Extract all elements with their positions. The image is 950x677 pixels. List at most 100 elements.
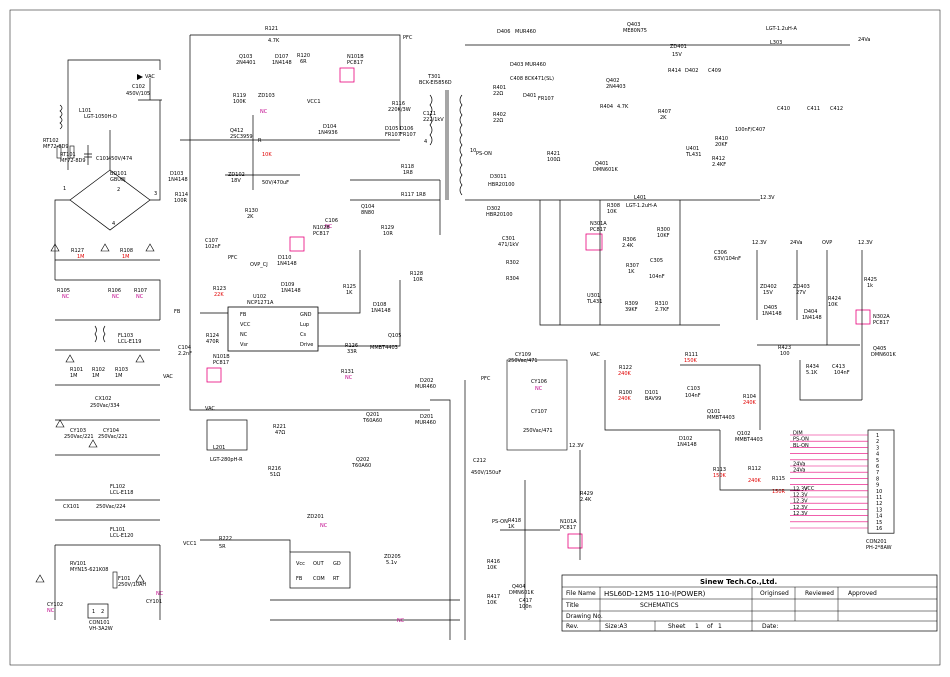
r119-ref: R119 (233, 93, 246, 99)
nc-label-pfc: NC (397, 618, 405, 624)
u102-value: NCP1271A (247, 300, 274, 306)
c101-ref: C101 (96, 156, 109, 162)
output-connector-con201: 1DIM2PS-ON3BL-ON45624Va724Va891012.3V111… (790, 429, 895, 551)
r123-value: 22K (214, 292, 224, 298)
r434-ref: R434 (806, 364, 819, 370)
cy102-value: NC (47, 608, 55, 614)
r425-ref: R425 (864, 277, 877, 283)
svg-text:4: 4 (424, 139, 427, 145)
c212-value: 450V/150uF (471, 470, 501, 476)
r119-value: 100K (233, 99, 247, 105)
q102b-ref: Q102 (737, 431, 750, 437)
r404-value: 4.7K (617, 104, 629, 110)
sheet-label: Sheet (668, 623, 686, 630)
r118-value: 1R8 (403, 170, 413, 176)
approved-label: Approved (848, 590, 877, 597)
v12-label-2: 12.3V (752, 240, 767, 246)
ref-r-value: 10K (262, 152, 272, 158)
d104-value: 1N4936 (318, 130, 338, 136)
zd403-ref: ZD403 (793, 284, 810, 290)
connector-pin-label: 12.3V (793, 505, 808, 511)
u301-value: TL431 (586, 299, 602, 305)
cy106-ref: CY106 (531, 379, 547, 385)
r309-value: 39KF (625, 307, 638, 313)
cy104-value: 250Vac/221 (98, 434, 128, 440)
svg-text:2: 2 (117, 187, 120, 193)
zd103-ref: ZD103 (258, 93, 275, 99)
d201-ref: D201 (420, 414, 433, 420)
vac-label-top: VAC (145, 74, 155, 80)
l401-ref: L401 (634, 195, 646, 201)
d405-value: 1N4148 (762, 311, 782, 317)
zd402-ref: ZD402 (760, 284, 777, 290)
connector-pin-number: 8 (876, 476, 879, 482)
q103-value: 2N4401 (236, 60, 256, 66)
r115-value: 150R (772, 489, 786, 495)
r425-value: 1k (867, 283, 873, 289)
connector-pin-number: 9 (876, 483, 879, 489)
connector-pin-number: 1 (876, 433, 879, 439)
d104-ref: D104 (323, 124, 336, 130)
r424-value: 10K (828, 302, 838, 308)
r404-ref: R404 (600, 104, 613, 110)
cy-section: CY109 250Vac/471 CY106 NC CY107 250Vac/4… (506, 352, 568, 451)
cx101-ref: CX101 (63, 504, 79, 510)
q102-ref: Q412 (230, 128, 243, 134)
l201-ref: L201 (213, 445, 225, 451)
connector-pin-number: 14 (876, 514, 882, 520)
u301-ref: U301 (587, 293, 600, 299)
r107-ref: R107 (134, 288, 147, 294)
c417-value: 100n (519, 604, 532, 610)
u401-value: TL431 (685, 152, 701, 158)
ovp-label-1: OVP_CJ (250, 262, 268, 268)
ovp-label: OVP (822, 240, 832, 246)
cy103-value: 250Vac/221 (64, 434, 94, 440)
r421-value: 100Ω (547, 157, 561, 163)
size-label: Size:A3 (605, 623, 627, 630)
r112-value: 240K (748, 478, 762, 484)
d106-value: FR107 (400, 132, 416, 138)
c305-ref: C305 (650, 258, 663, 264)
r410-ref: R410 (715, 136, 728, 142)
rv101-value: MYN15-621K08 (70, 567, 108, 573)
r103-ref: R103 (115, 367, 128, 373)
connector-pin-number: 16 (876, 526, 882, 532)
r108-value: 1M (122, 254, 130, 260)
q103-ref: Q103 (239, 54, 252, 60)
con101-ref: CON101 (89, 620, 110, 626)
cy103-ref: CY103 (70, 428, 86, 434)
r115-ref: R115 (772, 476, 785, 482)
rt101-value: MF72-8D9 (60, 158, 86, 164)
fl101-ref: FL101 (110, 527, 125, 533)
c212-ref: C212 (473, 458, 486, 464)
connector-pin-number: 13 (876, 507, 882, 513)
c111-ref: C111 (423, 111, 436, 117)
r221-value: 47Ω (275, 430, 285, 436)
r216-value: 51Ω (270, 472, 280, 478)
q405-ref: Q405 (873, 346, 886, 352)
r302-ref: R302 (506, 260, 519, 266)
cx102-value: 250Vac/334 (90, 403, 120, 409)
r221-ref: R221 (273, 424, 286, 430)
c412-ref: C412 (830, 106, 843, 112)
connector-pin-label: DIM (793, 431, 803, 437)
r307-value: 1K (628, 269, 635, 275)
svg-text:2: 2 (101, 609, 104, 615)
connector-pin-number: 5 (876, 458, 879, 464)
d302-value: HBR20100 (486, 212, 513, 218)
cy109-value: 250Vac/471 (508, 358, 538, 364)
q201-value: T60A60 (362, 418, 382, 424)
rt101-ref: RT101 (60, 152, 76, 158)
connector-pin-label: PS-ON (793, 437, 809, 443)
r127-value: 1M (77, 254, 85, 260)
svg-text:1: 1 (63, 186, 66, 192)
r100-value: 240K (618, 396, 632, 402)
q104-ref: Q104 (361, 204, 374, 210)
r128-ref: R128 (410, 271, 423, 277)
d403-value: D403 MUR460 (510, 62, 546, 68)
r117-ref: R117 (401, 192, 414, 198)
u102-body (227, 306, 319, 352)
pfc-label-2: PFC (228, 255, 238, 261)
svg-text:Q105: Q105 (388, 333, 401, 339)
